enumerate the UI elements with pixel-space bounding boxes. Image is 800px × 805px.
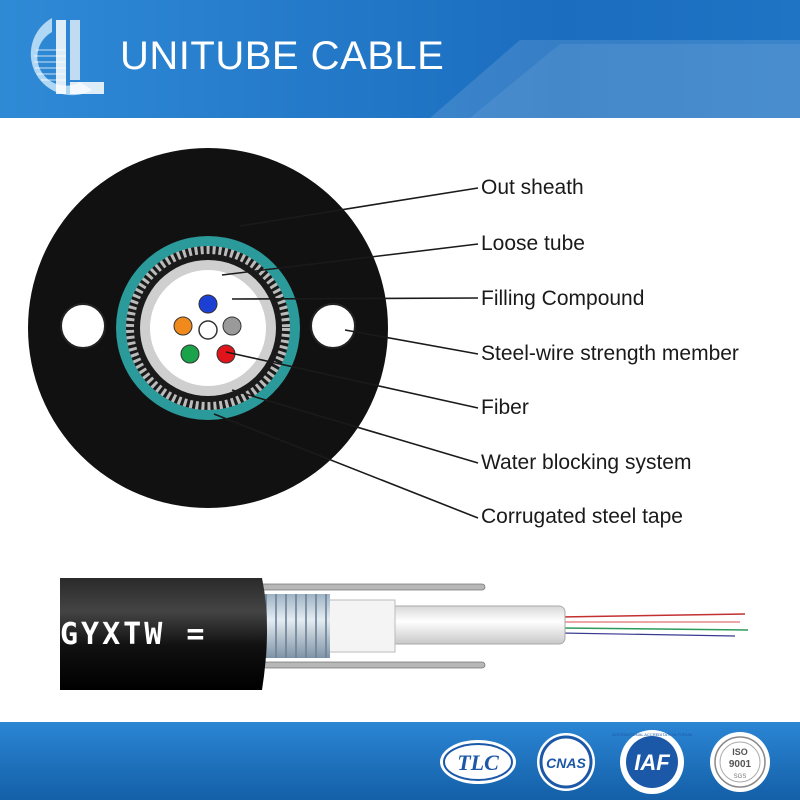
fiber-center: [198, 320, 218, 340]
tlc-logo-icon: TLC: [440, 740, 516, 784]
cable-illustration: [0, 570, 800, 700]
steel-wire-bottom: [239, 661, 486, 669]
cnas-text: CNAS: [546, 755, 586, 771]
water-blocking-segment: [319, 599, 396, 653]
label-out-sheath: Out sheath: [481, 176, 584, 199]
corrugated-steel-segment: [258, 594, 330, 658]
label-fiber: Fiber: [481, 396, 529, 419]
iso-logo-icon: ISO 9001 SGS: [710, 732, 770, 792]
unitube-logo-icon: [30, 18, 104, 96]
label-water-blocking-system: Water blocking system: [481, 451, 692, 474]
cross-section-svg: [28, 148, 479, 519]
cable-cross-section-diagram: Out sheath Loose tube Filling Compound S…: [0, 118, 800, 580]
cnas-logo-icon: CNAS: [537, 733, 595, 791]
label-loose-tube: Loose tube: [481, 232, 585, 255]
steel-wire-top: [239, 583, 486, 591]
brand-name: UNITUBE CABLE: [120, 34, 445, 78]
fiber-orange: [173, 316, 193, 336]
cable-side-view-svg: [60, 578, 749, 690]
header-banner: UNITUBE CABLE: [0, 0, 800, 118]
strength-member-left: [60, 303, 106, 349]
corrugated-tape-ring: [126, 246, 290, 410]
label-corrugated-steel-tape: Corrugated steel tape: [481, 505, 683, 528]
outer-jacket-segment: [60, 578, 267, 690]
loose-tube-segment: [384, 605, 566, 645]
header-background: [0, 0, 800, 118]
fiber-green: [180, 344, 200, 364]
tlc-text: TLC: [457, 750, 499, 775]
iaf-text: IAF: [634, 750, 670, 775]
iaf-sub-text: INTERNATIONAL ACCREDITATION FORUM: [612, 732, 692, 737]
iso-sub-text: SGS: [734, 774, 747, 780]
iso-text: ISO: [732, 747, 748, 757]
label-steel-wire-strength-member: Steel-wire strength member: [481, 342, 739, 365]
certification-bar: TLC CNAS IAF INTERNATIONAL ACCREDITATION…: [0, 722, 800, 800]
leader-lines: [213, 187, 479, 519]
iaf-logo-icon: IAF INTERNATIONAL ACCREDITATION FORUM: [612, 730, 692, 794]
cable-model-label: GYXTW =: [60, 617, 208, 652]
fiber-grey: [222, 316, 242, 336]
strength-member-right: [310, 303, 356, 349]
fiber-blue: [198, 294, 218, 314]
iso-number: 9001: [729, 759, 752, 770]
footer-svg: TLC CNAS IAF INTERNATIONAL ACCREDITATION…: [0, 722, 800, 800]
label-filling-compound: Filling Compound: [481, 287, 645, 310]
